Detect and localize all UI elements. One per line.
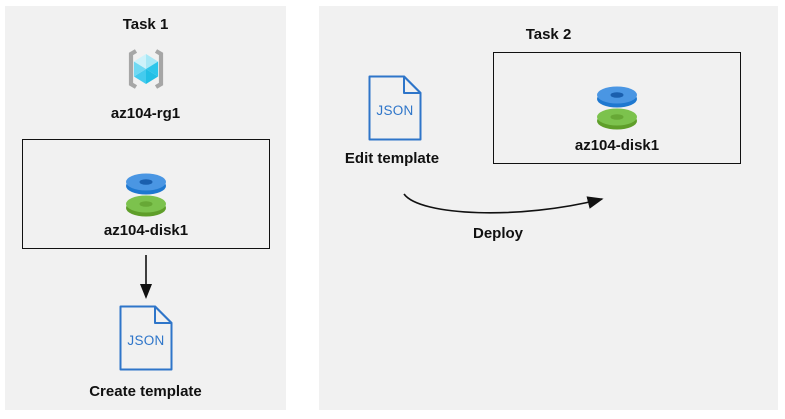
edit-template-label: Edit template	[344, 150, 440, 167]
managed-disk-icon	[122, 168, 170, 225]
task1-action-label: Create template	[89, 383, 202, 400]
task2-panel: Task 2 JSON Edit template az104-disk1	[319, 6, 778, 410]
json-icon-text: JSON	[127, 333, 164, 348]
json-icon-text: JSON	[376, 103, 413, 118]
down-arrow-icon	[139, 254, 153, 300]
deploy-arrow-icon	[400, 187, 622, 223]
task1-resource-box: az104-disk1	[22, 139, 270, 249]
task1-title: Task 1	[122, 16, 169, 33]
deploy-label: Deploy	[472, 225, 523, 242]
resource-group-icon	[123, 46, 169, 92]
task2-resource-box: az104-disk1	[493, 52, 741, 164]
task1-panel: Task 1 az104-rg1 az104-disk1	[5, 6, 286, 410]
task2-disk-label: az104-disk1	[574, 137, 660, 154]
managed-disk-icon	[593, 81, 641, 138]
resource-group-label: az104-rg1	[110, 105, 181, 122]
json-file-icon: JSON	[368, 75, 422, 141]
task2-title: Task 2	[525, 26, 572, 43]
json-file-icon: JSON	[119, 305, 173, 371]
task1-disk-label: az104-disk1	[103, 222, 189, 239]
